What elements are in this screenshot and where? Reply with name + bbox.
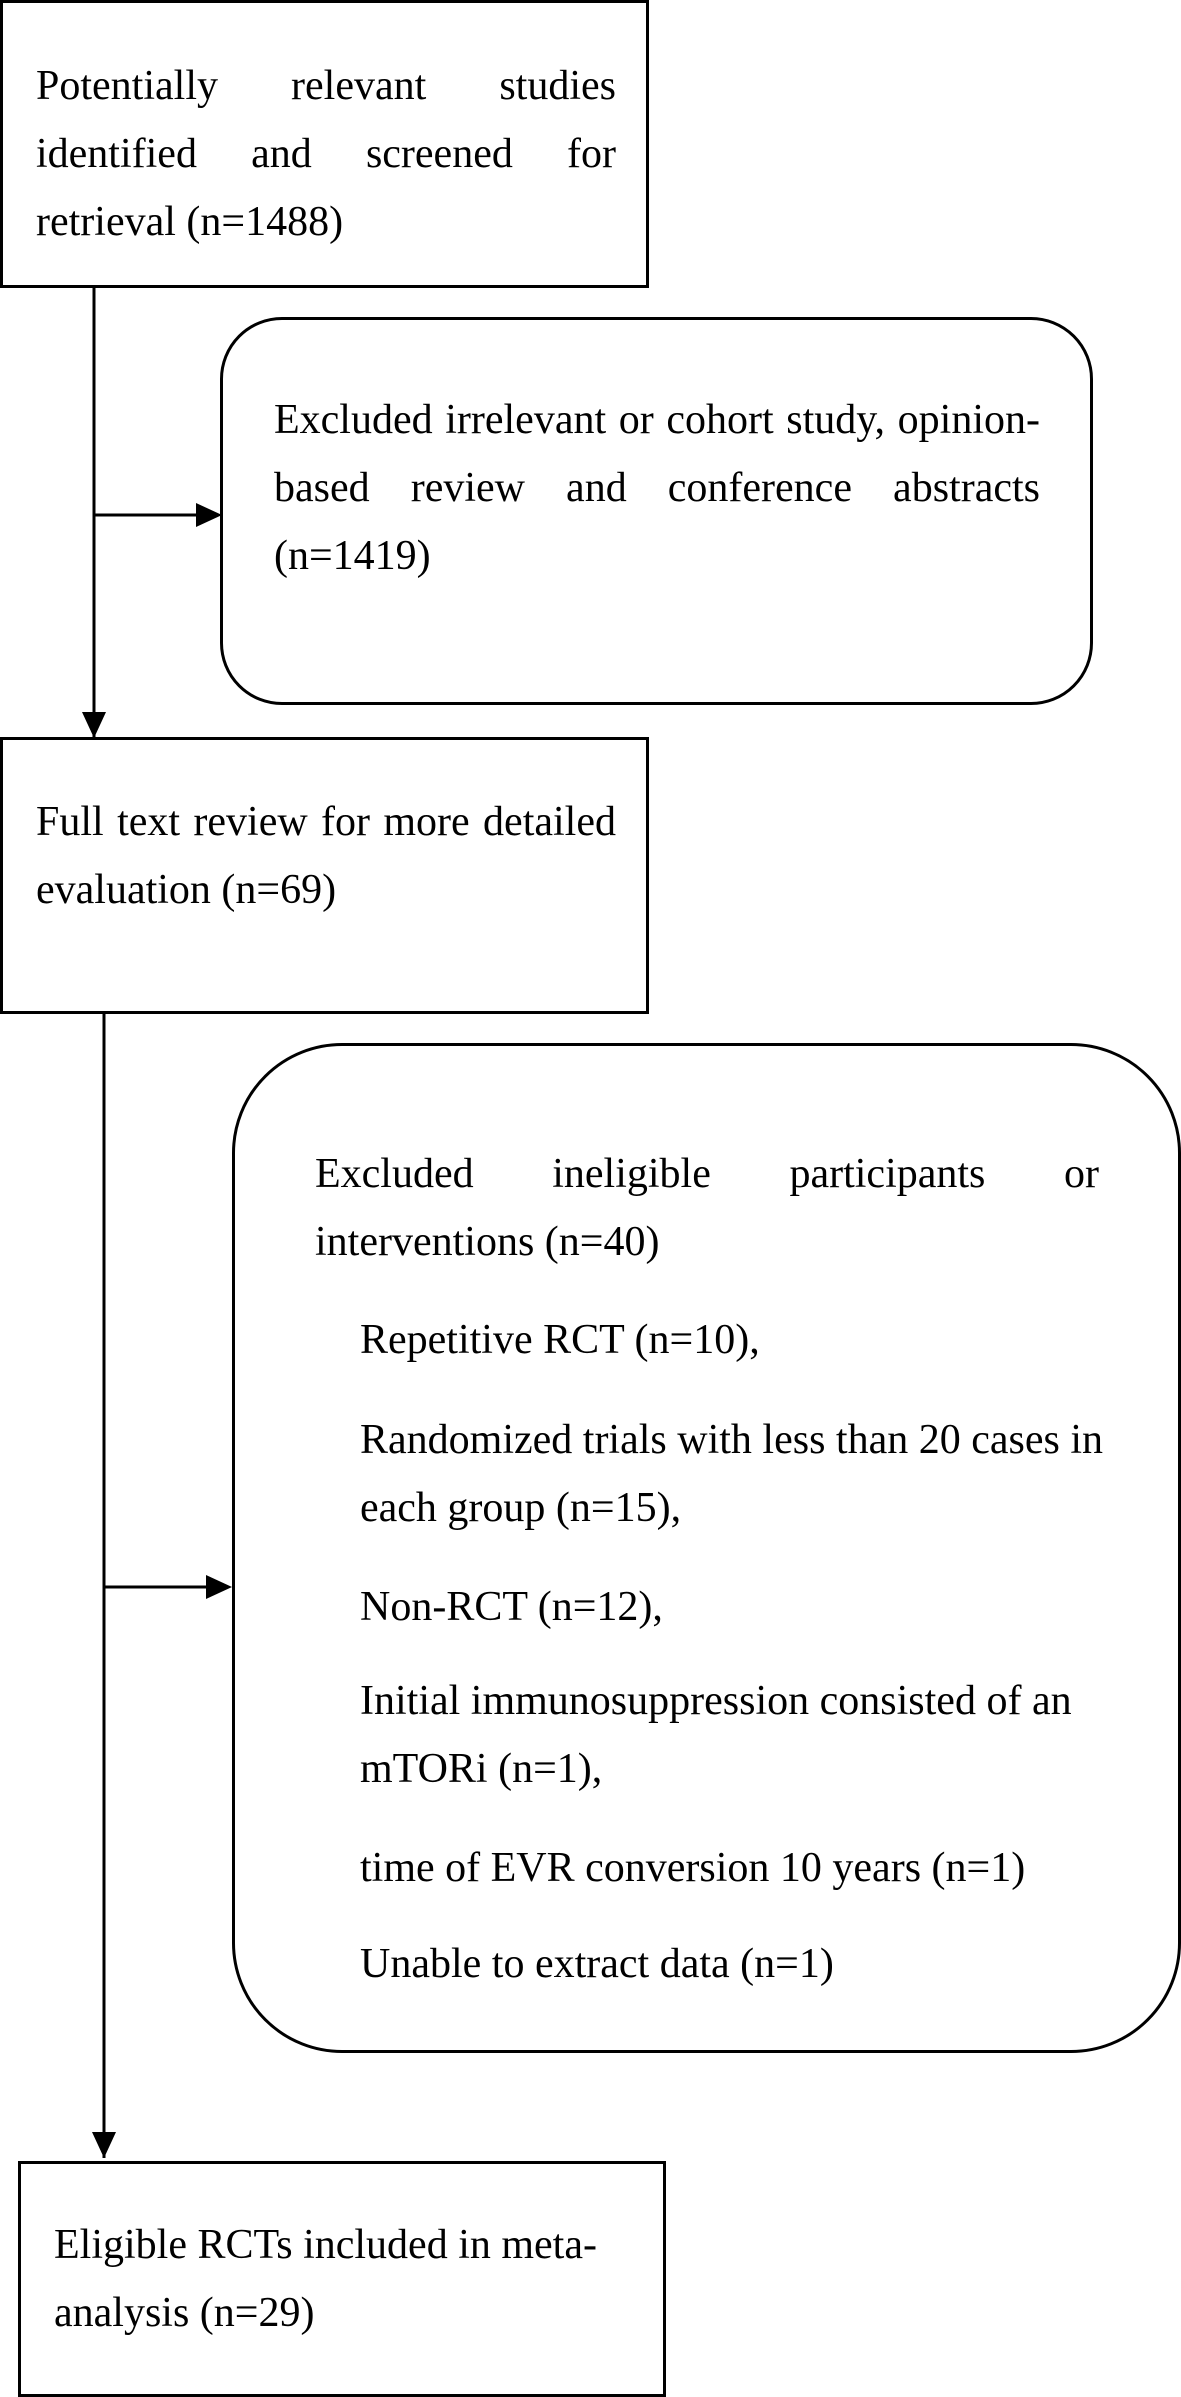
arrowhead-excluded-second bbox=[206, 1575, 232, 1599]
excluded-second-box bbox=[232, 1043, 1181, 2053]
identified-text: Potentially relevant studies identified … bbox=[36, 63, 616, 245]
included-box bbox=[18, 2161, 666, 2397]
full-text-review-text: Full text review for more detailed evalu… bbox=[36, 799, 616, 913]
exclusion-reason: Repetitive RCT (n=10), bbox=[360, 1317, 760, 1363]
arrowhead-included bbox=[92, 2132, 116, 2158]
exclusion-reason: Initial immunosuppression consisted of a… bbox=[360, 1678, 1072, 1792]
excluded-second-heading: Excluded ineligible participants or inte… bbox=[315, 1151, 1099, 1265]
identified-box bbox=[0, 0, 649, 288]
excluded-first-text: Excluded irrelevant or cohort study, opi… bbox=[274, 397, 1040, 579]
exclusion-reason: Non-RCT (n=12), bbox=[360, 1584, 663, 1630]
full-text-review-box bbox=[0, 737, 649, 1014]
exclusion-reason: Unable to extract data (n=1) bbox=[360, 1941, 834, 1987]
arrowhead-excluded-first bbox=[196, 503, 222, 527]
excluded-first-box bbox=[220, 317, 1093, 705]
arrowhead-full-text bbox=[82, 712, 106, 738]
exclusion-reason: time of EVR conversion 10 years (n=1) bbox=[360, 1845, 1026, 1891]
included-text: Eligible RCTs included in meta-analysis … bbox=[54, 2222, 597, 2336]
exclusion-reason: Randomized trials with less than 20 case… bbox=[360, 1417, 1104, 1531]
